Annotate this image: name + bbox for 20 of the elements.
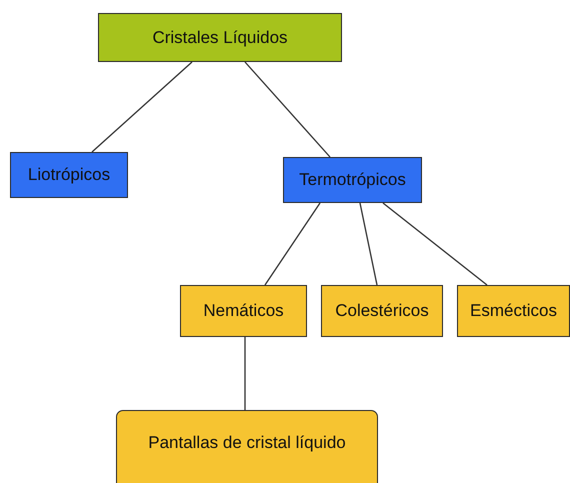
connector-line [92,62,192,152]
connector-line [359,202,378,286]
category-box [283,157,422,203]
node-label: Colestéricos [335,301,429,321]
connector-line [244,62,330,158]
connector-line [264,202,321,286]
node-label: Termotrópicos [299,170,406,190]
type-box [321,285,443,337]
category-box [10,152,128,198]
connector-line [244,337,246,410]
node-label: Cristales Líquidos [152,28,288,48]
title-box [98,13,342,62]
type-box [180,285,307,337]
node-label: Liotrópicos [28,165,110,185]
connector-line [382,202,488,286]
node-label: Nemáticos [203,301,284,321]
type-box [457,285,570,337]
application-box [116,410,378,483]
node-label: Pantallas de cristal líquido [148,433,346,453]
node-label: Esmécticos [470,301,557,321]
